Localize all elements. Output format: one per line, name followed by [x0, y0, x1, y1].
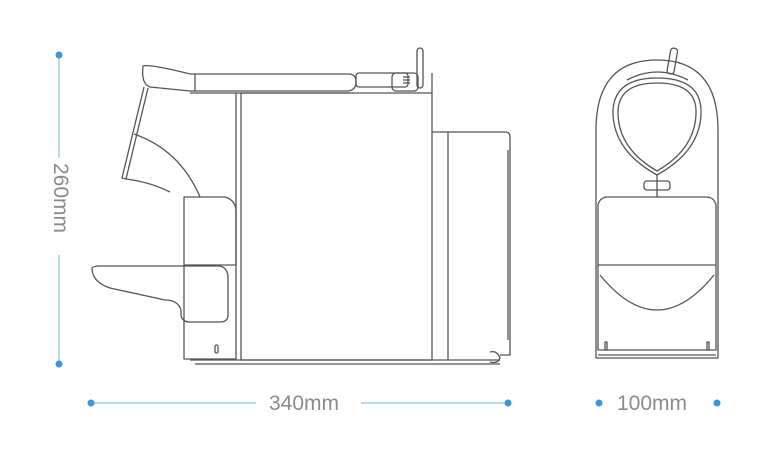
length-dimension-label: 340mm — [269, 392, 340, 415]
height-dimension-line — [55, 51, 63, 368]
width-left-dot-icon — [595, 399, 603, 407]
height-dimension-label: 260mm — [49, 163, 72, 234]
width-dimension-marks — [595, 399, 721, 407]
front-view — [595, 47, 719, 359]
length-dimension-line — [87, 399, 512, 407]
height-bottom-dot-icon — [55, 360, 63, 368]
length-right-dot-icon — [504, 399, 512, 407]
height-top-dot-icon — [55, 51, 63, 59]
side-view — [91, 47, 511, 365]
width-dimension-label: 100mm — [617, 392, 688, 415]
width-right-dot-icon — [713, 399, 721, 407]
length-left-dot-icon — [87, 399, 95, 407]
